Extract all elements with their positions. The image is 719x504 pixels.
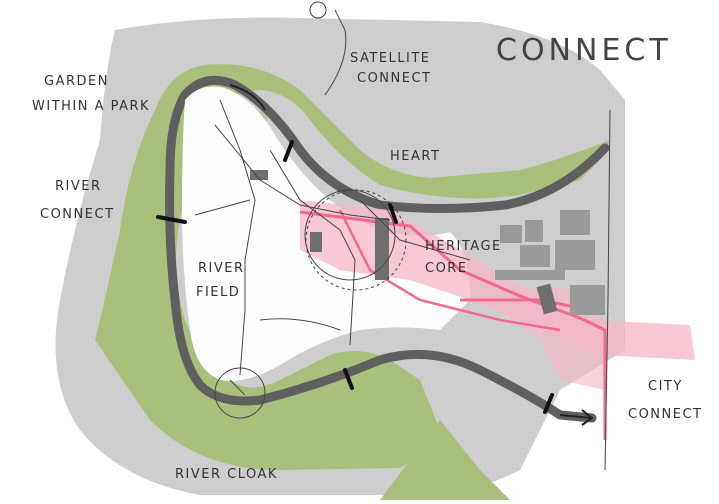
label-garden-line2: WITHIN A PARK [32, 99, 150, 114]
label-heritage-line1: HERITAGE [425, 239, 502, 254]
label-garden-line1: GARDEN [44, 74, 109, 89]
label-river-field-line2: FIELD [196, 285, 240, 300]
label-city-connect-line1: CITY [648, 379, 683, 394]
label-river-cloak: RIVER CLOAK [175, 467, 278, 482]
title-connect: CONNECT [496, 33, 672, 68]
label-river-field-line1: RIVER [198, 261, 245, 276]
label-satellite-line2: CONNECT [357, 71, 432, 86]
label-city-connect-line2: CONNECT [628, 407, 703, 422]
label-heritage-line2: CORE [425, 261, 468, 276]
label-river-connect-line2: CONNECT [40, 207, 115, 222]
label-heart: HEART [390, 149, 440, 164]
label-river-connect-line1: RIVER [55, 179, 102, 194]
label-satellite-line1: SATELLITE [350, 51, 431, 66]
